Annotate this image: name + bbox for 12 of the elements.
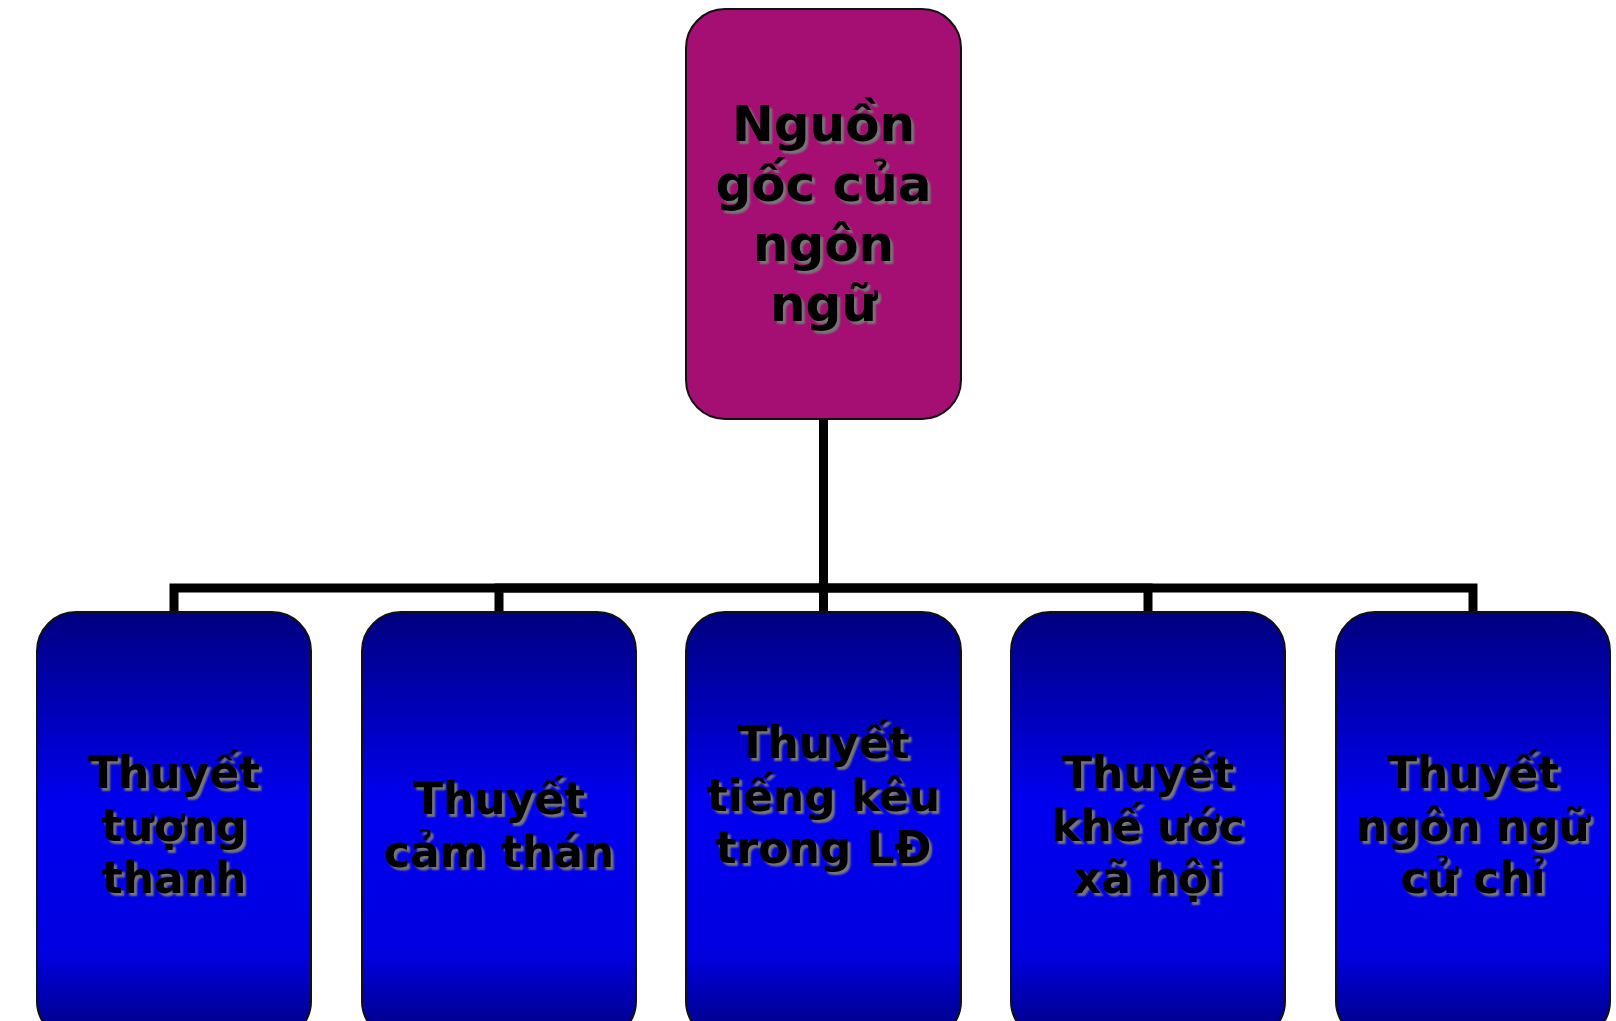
node-label: Thuyết khế ước xã hội [1050,746,1246,906]
root-box [685,8,962,420]
branch-box [1335,611,1611,1021]
branch-box [361,611,637,1021]
branch-box [36,611,312,1021]
node-label: Thuyết tượng thanh [86,746,262,906]
node-label: Thuyết cảm thán [382,773,616,879]
branch-box [685,611,962,1021]
node-label: Thuyết ngôn ngữ cử chỉ [1355,746,1592,906]
node-label: Nguồn gốc của ngôn ngữ [714,94,933,334]
node-label: Thuyết tiếng kêu trong LĐ [705,716,942,876]
branch-box [1010,611,1286,1021]
